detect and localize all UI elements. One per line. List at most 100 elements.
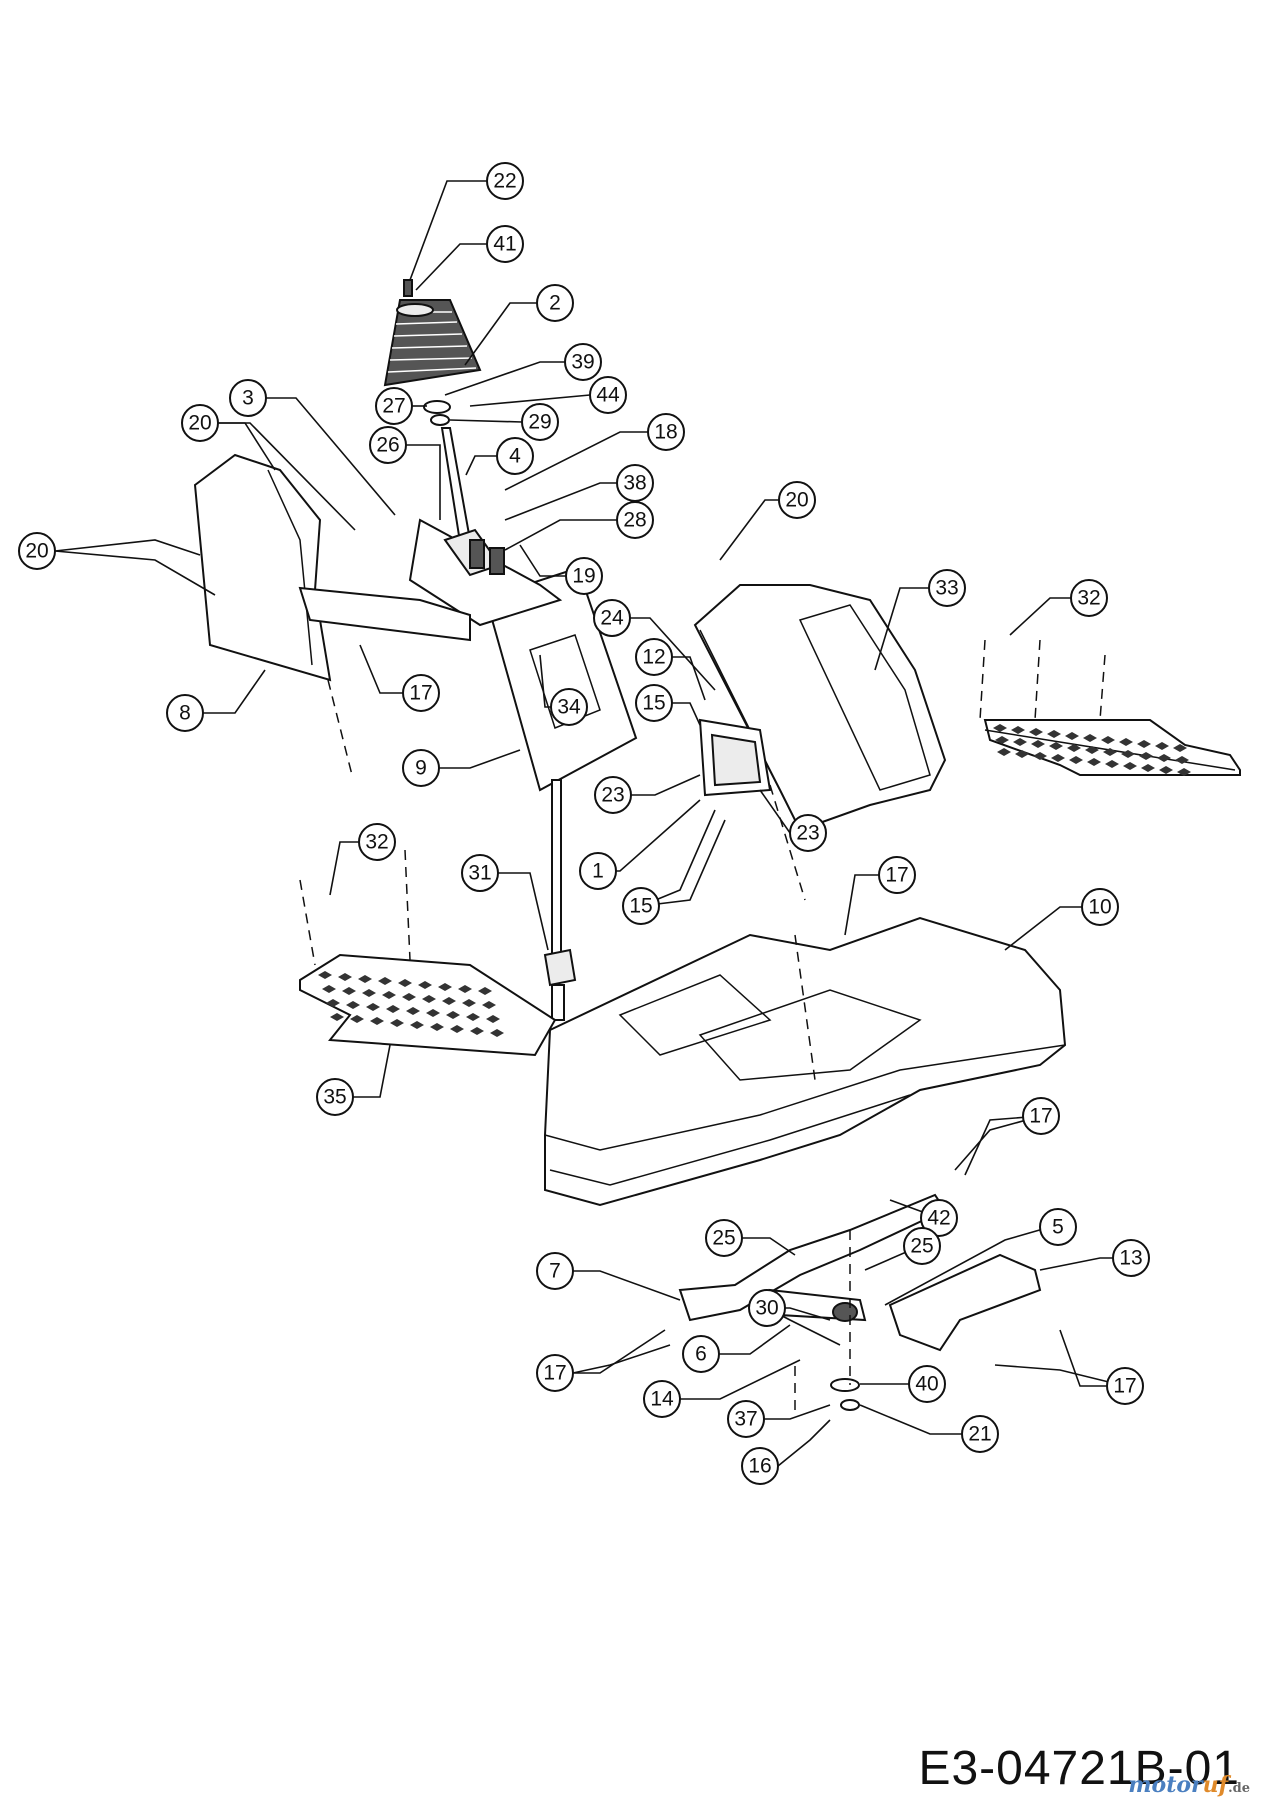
tread-diamond xyxy=(366,1003,380,1011)
callout-19: 19 xyxy=(565,557,603,595)
callout-32b: 32 xyxy=(358,823,396,861)
callout-30: 30 xyxy=(748,1289,786,1327)
tread-diamond xyxy=(1087,758,1101,766)
callout-31: 31 xyxy=(461,854,499,892)
callout-label: 29 xyxy=(528,411,551,434)
callout-label: 34 xyxy=(557,696,581,719)
tread-diamond xyxy=(462,999,476,1007)
callout-38: 38 xyxy=(616,464,654,502)
callout-2: 2 xyxy=(536,284,574,322)
lower-bracket xyxy=(678,1193,947,1411)
tread-diamond xyxy=(446,1011,460,1019)
callout-37: 37 xyxy=(727,1400,765,1438)
callout-label: 17 xyxy=(1029,1105,1052,1128)
callout-label: 42 xyxy=(927,1207,950,1230)
callout-label: 15 xyxy=(642,692,665,715)
callout-label: 25 xyxy=(910,1235,933,1258)
tread-diamond xyxy=(1101,736,1115,744)
tread-diamond xyxy=(1033,752,1047,760)
callout-27: 27 xyxy=(375,387,413,425)
callout-label: 32 xyxy=(365,831,388,854)
callout-label: 40 xyxy=(915,1373,938,1396)
tread-diamond xyxy=(458,985,472,993)
tread-diamond xyxy=(1015,750,1029,758)
assembly-lines xyxy=(299,639,1106,1410)
tread-diamond xyxy=(390,1019,404,1027)
watermark-part: motor xyxy=(1128,1772,1203,1798)
headlight xyxy=(698,718,772,797)
tread-diamond xyxy=(1047,730,1061,738)
callout-label: 27 xyxy=(382,395,405,418)
callout-15a: 15 xyxy=(635,684,673,722)
tread-diamond xyxy=(350,1015,364,1023)
tread-diamond xyxy=(1139,752,1153,760)
tread-diamond xyxy=(386,1005,400,1013)
callout-28: 28 xyxy=(616,501,654,539)
callout-label: 25 xyxy=(712,1227,735,1250)
callout-label: 23 xyxy=(796,822,819,845)
callout-label: 22 xyxy=(493,170,516,193)
callout-13: 13 xyxy=(1112,1239,1150,1277)
callout-5: 5 xyxy=(1039,1208,1077,1246)
callout-7: 7 xyxy=(536,1252,574,1290)
callout-25a: 25 xyxy=(705,1219,743,1257)
callout-label: 26 xyxy=(376,434,399,457)
callout-33: 33 xyxy=(928,569,966,607)
tread-diamond xyxy=(1067,744,1081,752)
tread-diamond xyxy=(358,975,372,983)
callout-17a: 17 xyxy=(402,674,440,712)
footboard-left xyxy=(299,953,557,1057)
tread-diamond xyxy=(426,1009,440,1017)
callout-label: 23 xyxy=(601,784,624,807)
callout-label: 30 xyxy=(755,1297,778,1320)
tread-diamond xyxy=(1157,754,1171,762)
tread-diamond xyxy=(1119,738,1133,746)
callout-label: 32 xyxy=(1077,587,1100,610)
tread-diamond xyxy=(1137,740,1151,748)
callout-8: 8 xyxy=(166,694,204,732)
tread-diamond xyxy=(318,971,332,979)
callout-label: 20 xyxy=(25,540,48,563)
callout-17d: 17 xyxy=(536,1354,574,1392)
callout-39: 39 xyxy=(564,343,602,381)
tread-diamond xyxy=(995,736,1009,744)
cover-plate xyxy=(888,1253,1042,1352)
callout-label: 31 xyxy=(468,862,491,885)
tread-diamond xyxy=(422,995,436,1003)
shift-washers xyxy=(423,400,451,426)
tread-diamond xyxy=(470,1027,484,1035)
callout-label: 18 xyxy=(654,421,677,444)
tread-pattern xyxy=(318,724,1191,1037)
tread-diamond xyxy=(1051,754,1065,762)
callout-44: 44 xyxy=(589,376,627,414)
steering-column xyxy=(543,779,577,1021)
tread-diamond xyxy=(442,997,456,1005)
watermark-part: .de xyxy=(1228,1781,1250,1796)
tread-diamond xyxy=(1011,726,1025,734)
tread-diamond xyxy=(398,979,412,987)
callout-label: 17 xyxy=(543,1362,566,1385)
tread-diamond xyxy=(346,1001,360,1009)
callout-29: 29 xyxy=(521,403,559,441)
tread-diamond xyxy=(1155,742,1169,750)
tread-diamond xyxy=(1141,764,1155,772)
callout-24: 24 xyxy=(593,599,631,637)
tread-diamond xyxy=(330,1013,344,1021)
callout-label: 21 xyxy=(968,1423,991,1446)
tread-diamond xyxy=(490,1029,504,1037)
tread-diamond xyxy=(342,987,356,995)
body-shell xyxy=(544,916,1067,1207)
callout-label: 24 xyxy=(600,607,624,630)
callout-label: 41 xyxy=(493,233,516,256)
callout-16: 16 xyxy=(741,1447,779,1485)
tread-diamond xyxy=(406,1007,420,1015)
callout-20c: 20 xyxy=(18,532,56,570)
callout-1: 1 xyxy=(579,852,617,890)
tread-diamond xyxy=(362,989,376,997)
tread-diamond xyxy=(997,748,1011,756)
callout-label: 13 xyxy=(1119,1247,1142,1270)
callout-label: 38 xyxy=(623,472,646,495)
watermark-logo: motoruf.de xyxy=(1128,1772,1250,1798)
callout-20a: 20 xyxy=(181,404,219,442)
tread-diamond xyxy=(1173,744,1187,752)
